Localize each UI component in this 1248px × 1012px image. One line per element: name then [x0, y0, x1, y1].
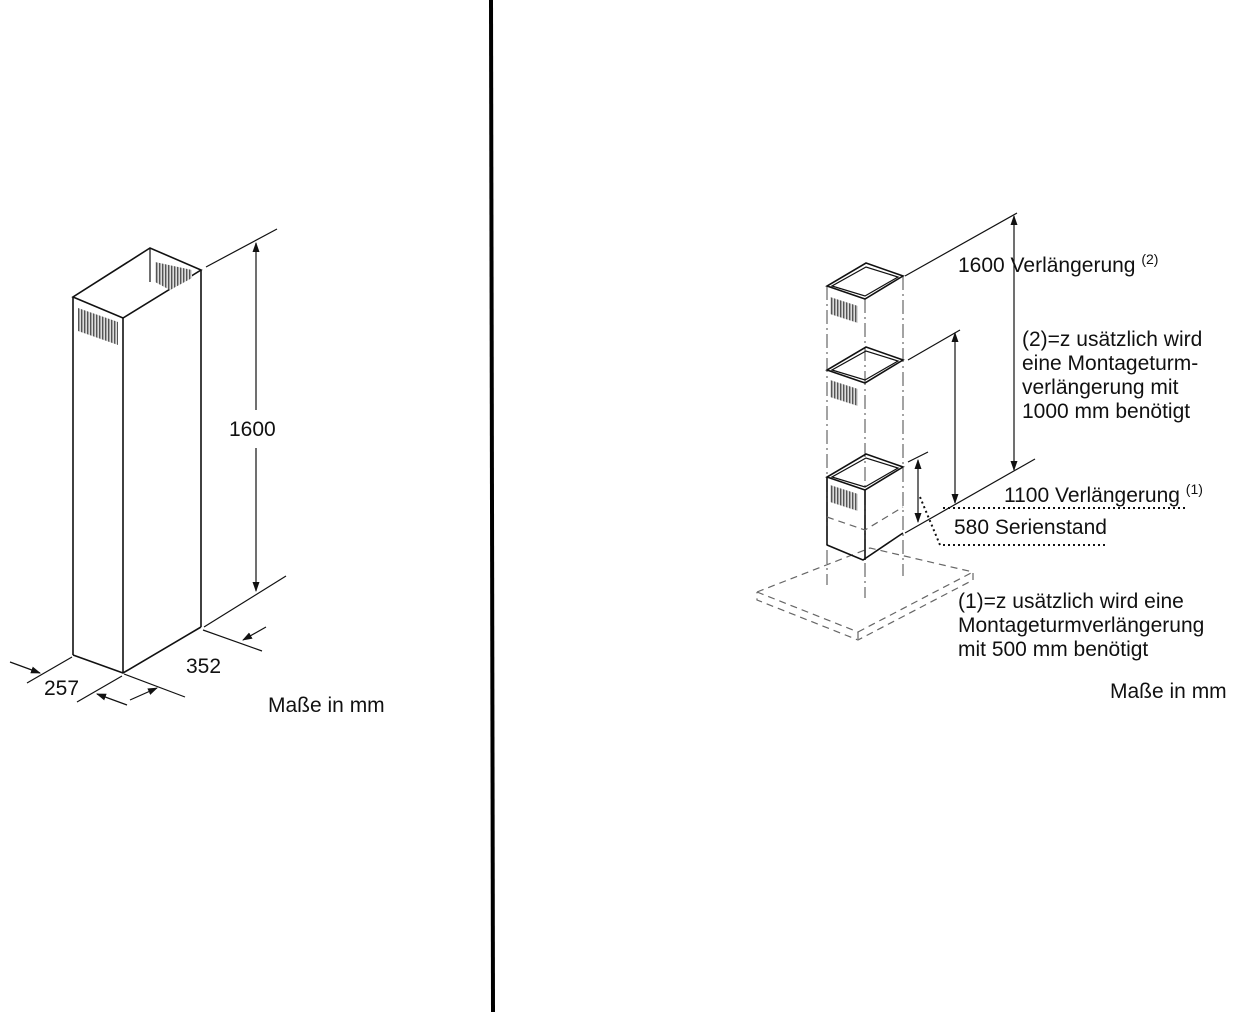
label-1100-extension: 1100 Verlängerung (1)	[1004, 481, 1203, 507]
depth-dimension: 352	[186, 626, 267, 678]
width-label: 257	[44, 677, 79, 700]
hood-outline	[756, 547, 974, 641]
units-note-left: Maße in mm	[268, 694, 385, 717]
height-label: 1600	[229, 418, 276, 441]
units-note-right: Maße in mm	[1110, 680, 1227, 703]
vent-grille-icon	[78, 308, 118, 345]
tower-section-top	[825, 262, 905, 323]
width-dimension: 257	[9, 656, 186, 706]
height-dimension: 1600	[203, 228, 287, 628]
tower-section-middle	[825, 346, 905, 406]
label-1600-extension: 1600 Verlängerung (2)	[958, 251, 1158, 277]
vent-grille-icon	[830, 297, 858, 323]
depth-label: 352	[186, 655, 221, 678]
vent-grille-icon	[830, 380, 858, 406]
note-2: (2)=z usätzlich wird eine Montageturm- v…	[1022, 328, 1208, 423]
label-580-standard: 580 Serienstand	[954, 516, 1107, 539]
note-1: (1)=z usätzlich wird eine Montageturmver…	[958, 590, 1210, 661]
panel-divider	[489, 0, 495, 1012]
tower-section-bottom	[825, 453, 905, 561]
vent-grille-icon	[155, 262, 192, 290]
chimney-duct-left	[71, 247, 203, 674]
extension-dimensions	[904, 212, 1185, 546]
vent-grille-icon	[830, 485, 858, 511]
